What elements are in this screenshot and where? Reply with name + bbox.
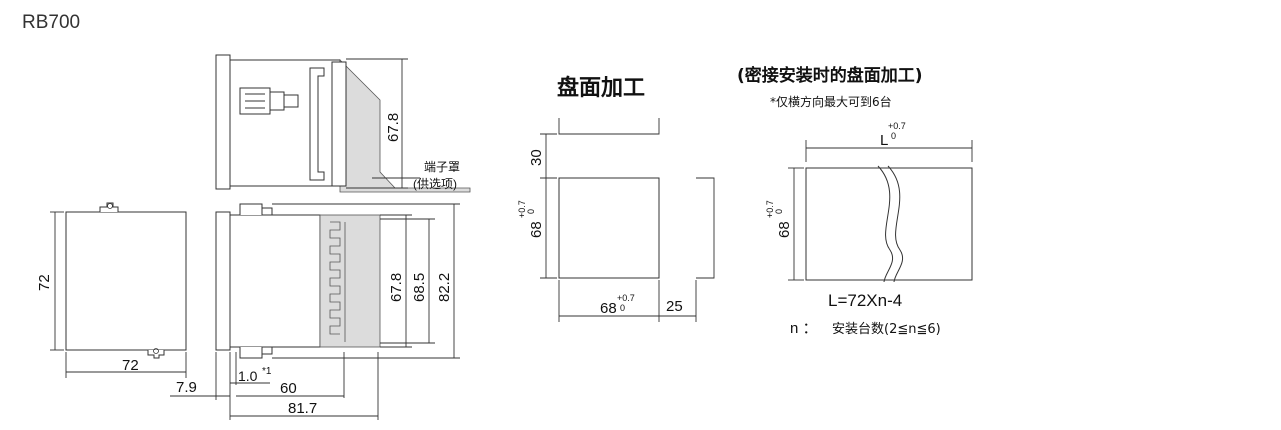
cutout-height-tol-upper: +0.7: [517, 200, 527, 218]
close-mount-l-tol-lower: 0: [891, 131, 896, 141]
cutout-height-label: 68: [528, 221, 545, 238]
close-mount-l-tol-upper: +0.7: [888, 121, 906, 131]
side-dim-678: 67.8: [388, 273, 405, 302]
side-dim-60: 60: [280, 380, 297, 397]
side-view-bottom: 67.8 68.5 82.2 1.0 *1 7.9 60 81.7: [170, 203, 460, 420]
page-title: RB700: [22, 12, 81, 33]
cutout-width-tol-upper: +0.7: [617, 293, 635, 303]
cover-label-line1: 端子罩: [424, 160, 460, 174]
cutout-width-label: 68: [600, 300, 617, 317]
close-mount-l-label: L: [880, 132, 888, 149]
panel-cutout: 盘面加工 30 68 +0.7 0 68 +0.7 0 25: [517, 75, 715, 322]
close-mount: (密接安装时的盘面加工) *仅横方向最大可到6台 L +0.7 0 68 +0.…: [737, 65, 973, 337]
close-mount-height-tol-upper: +0.7: [765, 200, 775, 218]
close-mount-formula: L=72Xn-4: [828, 291, 902, 310]
close-mount-note: *仅横方向最大可到6台: [770, 94, 892, 109]
front-view: 72 72: [36, 202, 187, 378]
side-view-top: 67.8 端子罩 (供选项): [215, 54, 471, 193]
close-mount-height-tol-lower: 0: [774, 209, 784, 214]
close-mount-title: (密接安装时的盘面加工): [737, 65, 923, 86]
close-mount-height-label: 68: [776, 221, 793, 238]
cutout-height-tol-lower: 0: [526, 209, 536, 214]
side-dim-822: 82.2: [436, 273, 453, 302]
front-height-label: 72: [36, 274, 53, 291]
panel-cutout-title: 盘面加工: [557, 75, 645, 101]
side-dim-685: 68.5: [411, 273, 428, 302]
close-mount-n-desc: 安装台数(2≦n≦6): [832, 322, 941, 337]
side-dim-10-note: *1: [262, 366, 272, 377]
side-top-height-label: 67.8: [385, 113, 402, 142]
side-dim-10: 1.0: [238, 368, 258, 384]
close-mount-n-label: n ：: [790, 320, 818, 337]
cutout-width-tol-lower: 0: [620, 303, 625, 313]
front-width-label: 72: [122, 357, 139, 374]
cutout-spacing-label: 30: [528, 149, 545, 166]
cover-label-line2: (供选项): [413, 177, 457, 191]
cutout-gap-label: 25: [666, 298, 683, 315]
side-dim-817: 81.7: [288, 400, 317, 417]
side-dim-79: 7.9: [176, 379, 197, 396]
